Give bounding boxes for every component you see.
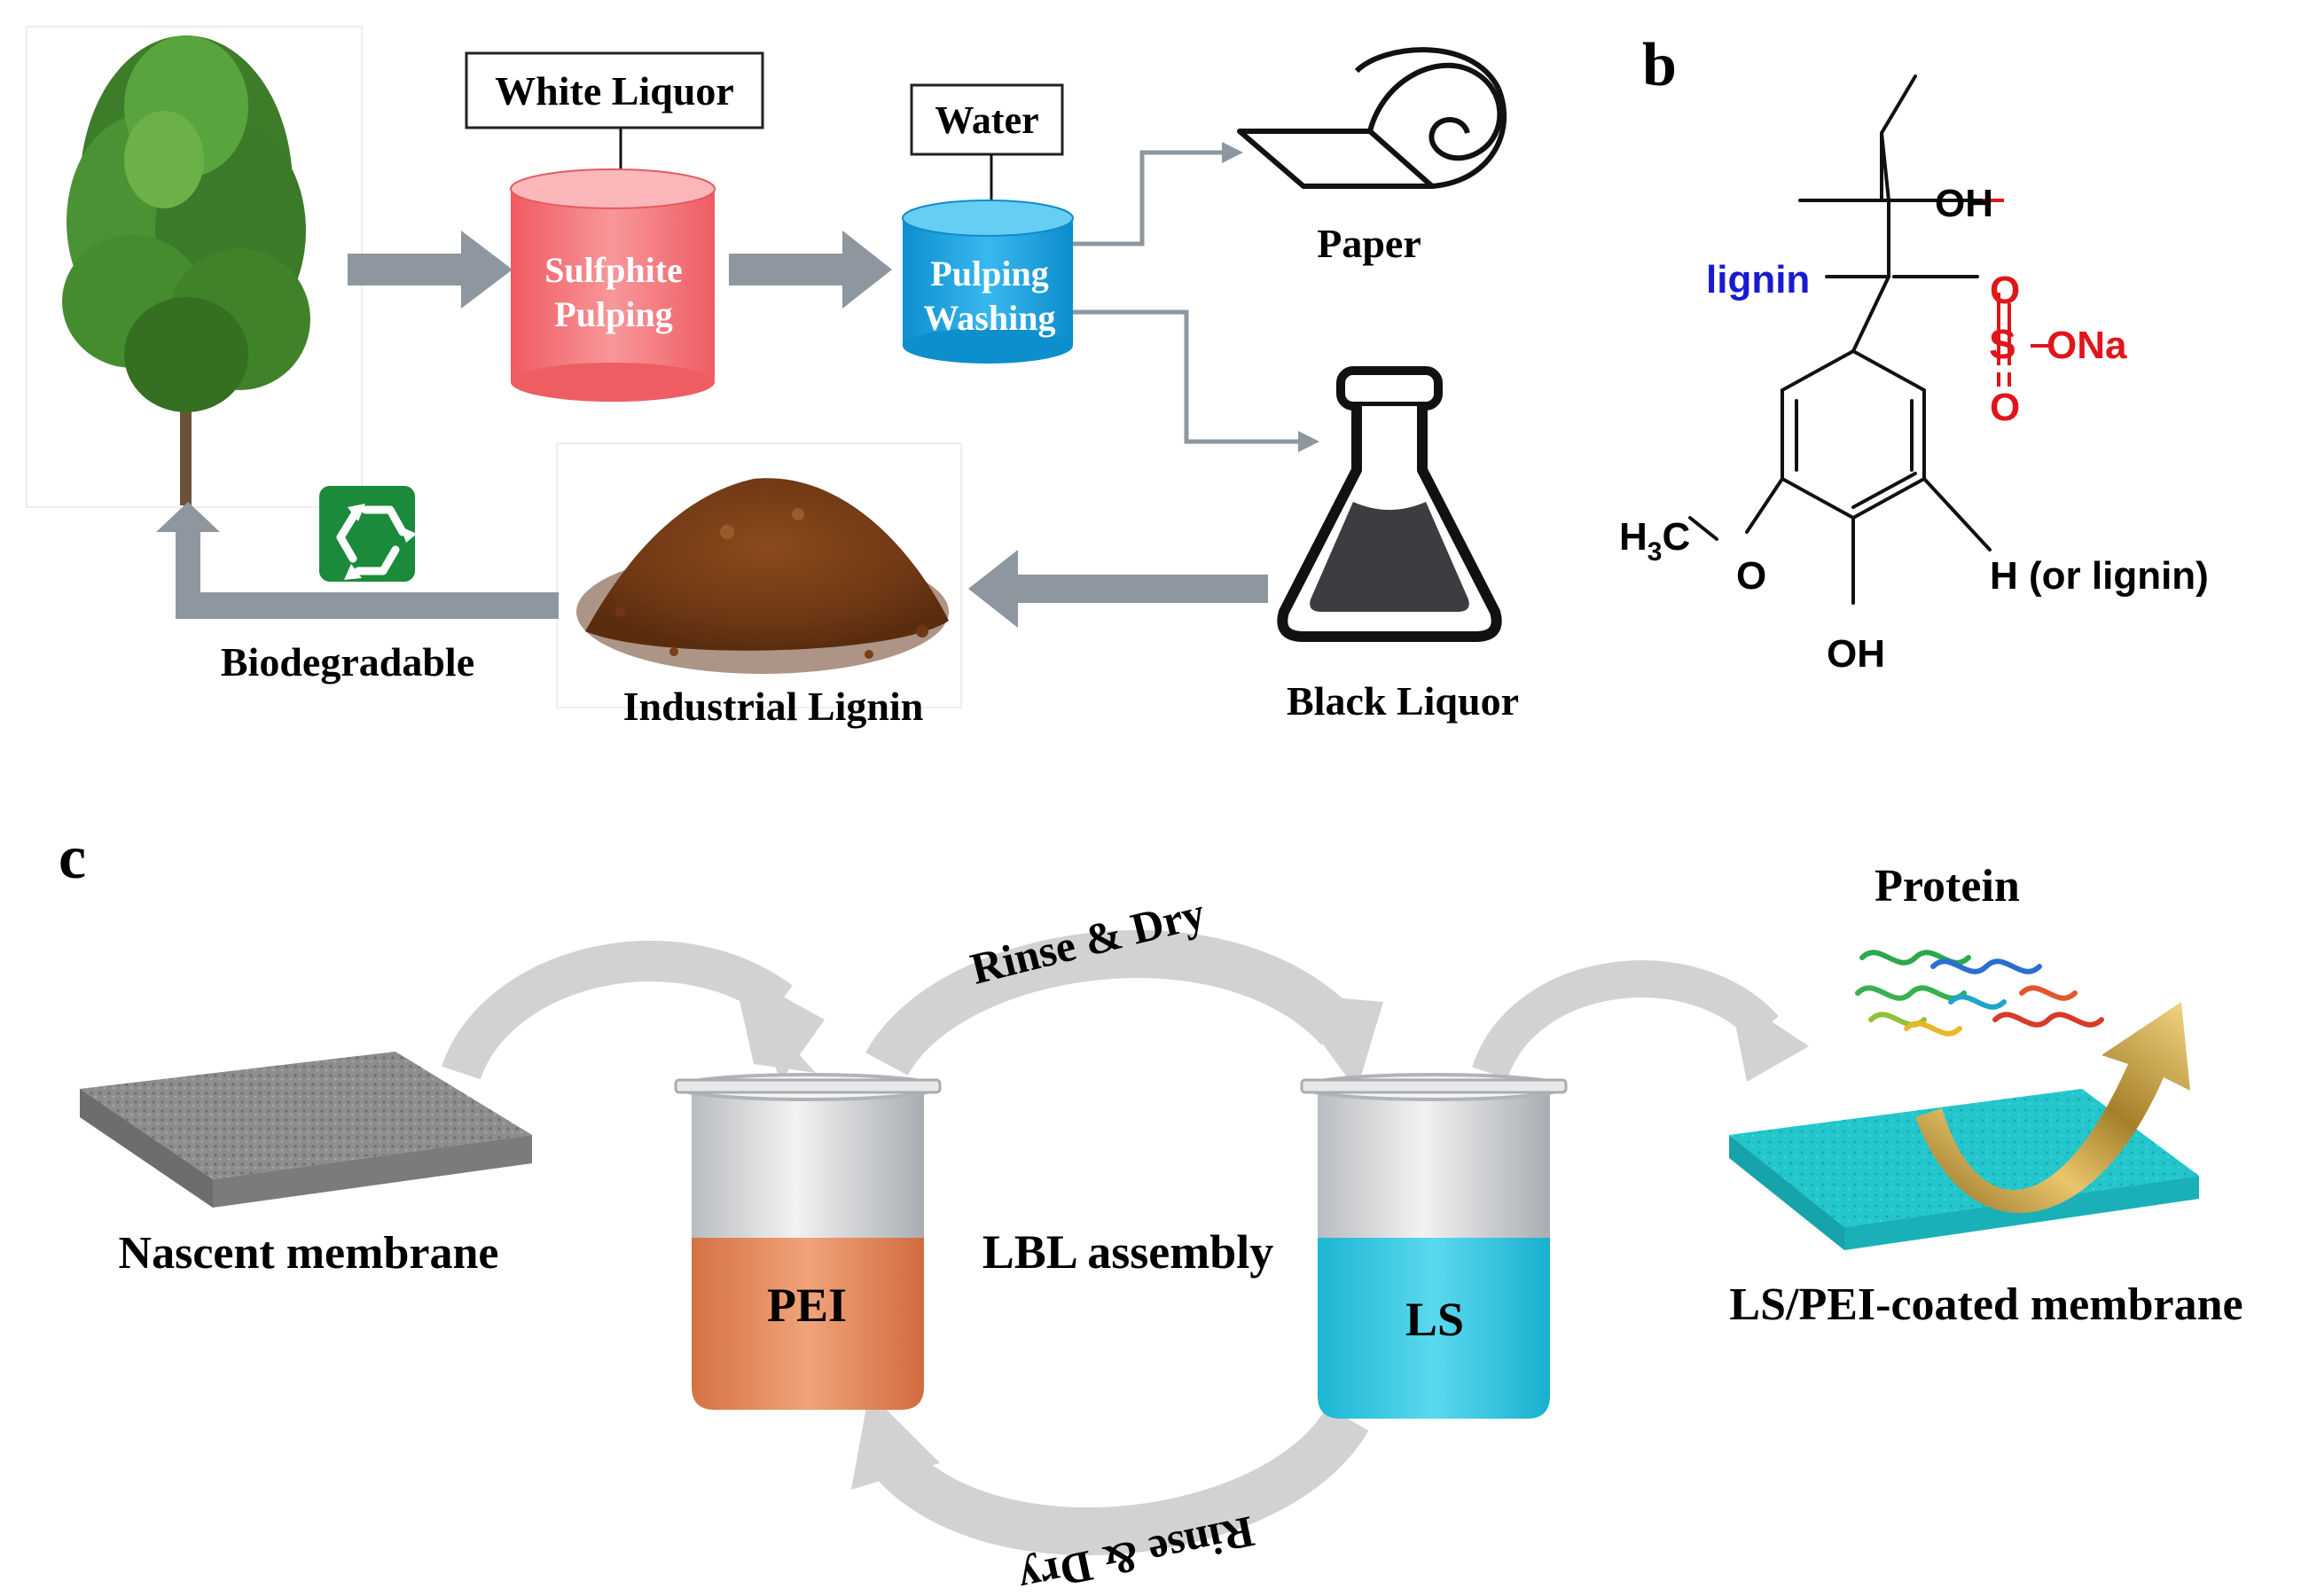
oh-bottom-label: OH: [1827, 632, 1885, 676]
paper-label: Paper: [1317, 221, 1421, 266]
pei-label: PEI: [767, 1279, 847, 1332]
industrial-lignin-label: Industrial Lignin: [623, 684, 924, 729]
white-liquor-box: [465, 51, 764, 129]
black-liquor-label: Black Liquor: [1287, 678, 1519, 724]
panel-label-c: c: [59, 824, 86, 892]
connector-to-black-liquor: [1073, 309, 1303, 444]
connector-to-paper: [1073, 150, 1227, 246]
oxygen-top-label: O: [1990, 269, 2020, 312]
biodegradable-label: Biodegradable: [221, 639, 474, 685]
nascent-membrane-slab: [80, 1052, 532, 1208]
water-label: Water: [935, 98, 1038, 142]
lbl-assembly-label: LBL assembly: [982, 1225, 1274, 1279]
curved-arrow-ls-to-membrane: [1472, 960, 1809, 1082]
h-or-lignin-label: H (or lignin): [1990, 554, 2209, 598]
recycle-icon: [319, 486, 417, 582]
curved-arrow-membrane-to-pei: [442, 940, 825, 1082]
paper-roll-icon: [1237, 47, 1507, 189]
washing-label-line2: Washing: [924, 298, 1056, 338]
flow-arrow-liquor-to-lignin: [968, 550, 1268, 628]
sulfur-label: S: [1989, 321, 2016, 367]
curved-arrow-pei-to-ls: [865, 930, 1383, 1091]
pulping-washing-tank: [902, 200, 1074, 364]
nascent-membrane-label: Nascent membrane: [119, 1228, 499, 1279]
panel-label-b: b: [1642, 31, 1677, 99]
tree-illustration: [26, 26, 363, 508]
sulfonate-group: [1983, 199, 2048, 387]
flow-arrow-tree-to-pulping: [348, 231, 513, 309]
oh-top-label: OH: [1935, 182, 1993, 225]
methyl-label: H3C: [1619, 515, 1690, 567]
repel-arrow-icon: [1915, 1002, 2190, 1214]
ls-beaker: [1300, 1073, 1568, 1419]
sulfphite-pulping-tank: [510, 168, 716, 402]
washing-label-line1: Pulping: [930, 254, 1048, 293]
return-arrow-shape: [156, 502, 559, 619]
oxygen-bottom-label: O: [1990, 386, 2020, 429]
sulfphite-label-line1: Sulfphite: [544, 250, 683, 290]
ona-label: ONa: [2047, 324, 2127, 367]
lignin-label: lignin: [1706, 258, 1810, 301]
white-liquor-label: White Liquor: [495, 68, 734, 113]
ls-label: LS: [1405, 1293, 1464, 1346]
water-box: [910, 83, 1064, 156]
curved-arrow-ls-to-pei-return: [851, 1392, 1369, 1556]
lignosulfonate-structure: [1688, 74, 1992, 605]
protein-label: Protein: [1875, 861, 2020, 911]
pei-beaker: [674, 1073, 942, 1410]
black-liquor-flask-icon: [1277, 366, 1502, 642]
industrial-lignin-pile: [556, 442, 962, 708]
coated-membrane-label: LS/PEI-coated membrane: [1729, 1279, 2242, 1330]
flow-arrow-pulping-to-washing: [729, 231, 892, 309]
protein-structure-icon: [1855, 950, 2104, 1037]
methoxy-oxygen-label: O: [1736, 554, 1766, 598]
sulfphite-label-line2: Pulping: [554, 294, 672, 334]
